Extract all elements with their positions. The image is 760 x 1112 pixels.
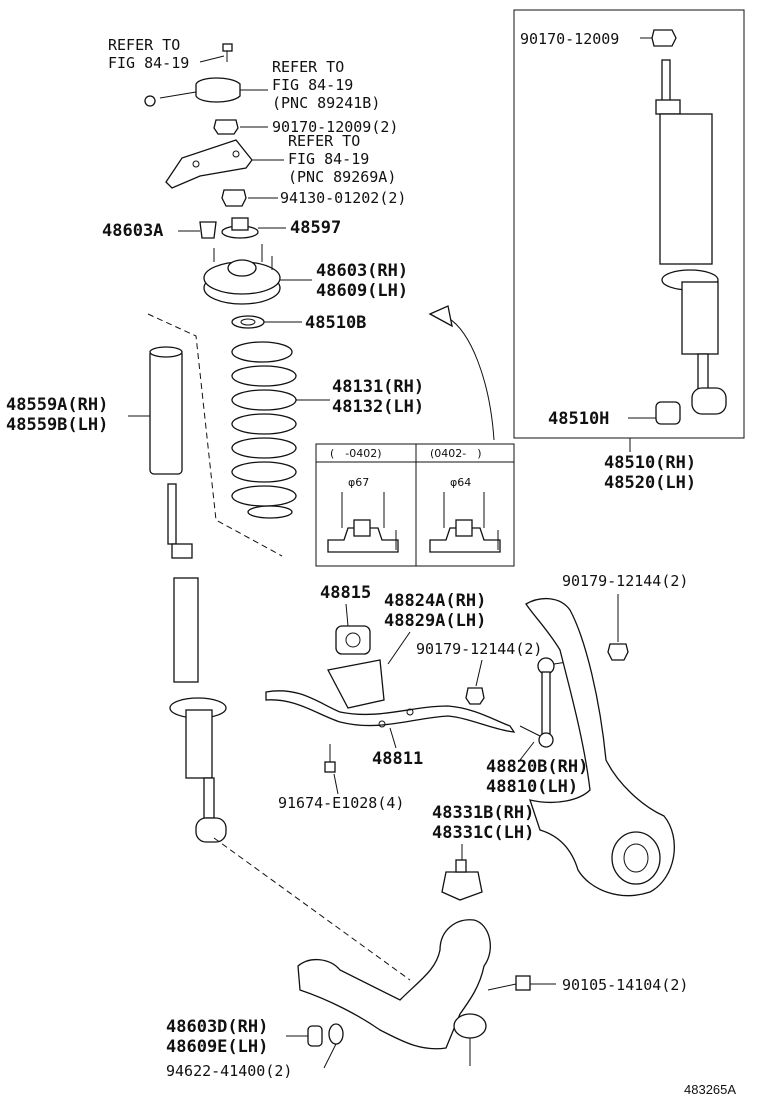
label-48331C-lh: 48331C(LH) [432,823,534,843]
label-48810-lh: 48810(LH) [486,777,578,797]
shock-absorber-icon [655,59,727,415]
label-90105-14104-2: 90105-14104(2) [562,976,688,994]
inset-label-48520-lh: 48520(LH) [604,473,696,493]
label-48131-rh: 48131(RH) [332,377,424,397]
bushing-icon [655,401,681,425]
coil-spring-group: 48131(RH) 48132(LH) [147,305,495,557]
label-90170-12009-2: 90170-12009(2) [272,118,398,136]
label-48829A-lh: 48829A(LH) [384,611,486,631]
stabilizer-bar-icon [265,690,516,733]
reference-group: REFER TO FIG 84-19 REFER TO FIG 84-19 (P… [108,36,406,207]
height-sensor-icon [144,77,268,107]
shock-group: 48559A(RH) 48559B(LH) [6,346,411,981]
dust-boot-icon [149,346,183,475]
refer-b-line3: (PNC 89241B) [272,94,380,112]
stabilizer-group: 48815 48824A(RH) 48829A(LH) 90179-12144(… [265,583,588,812]
refer-c-line2: FIG 84-19 [288,150,369,168]
arrow-line [447,317,495,441]
table-dia-2: φ64 [450,476,471,489]
seat-section-icon [429,492,501,553]
refer-b-line1: REFER TO [272,58,344,76]
label-48603-rh: 48603(RH) [316,261,408,281]
label-94130-01202-2: 94130-01202(2) [280,189,406,207]
bolt-icon [487,975,531,991]
seat-section-icon [327,492,399,553]
label-48559B-lh: 48559B(LH) [6,415,108,435]
hex-nut-icon [465,687,485,705]
bolt-icon [324,744,336,773]
hex-nut-icon [221,189,247,207]
label-48824A-rh: 48824A(RH) [384,591,486,611]
label-90179-12144-a: 90179-12144(2) [562,572,688,590]
seat-ring-icon [231,315,265,329]
label-91674-E1028-4: 91674-E1028(4) [278,794,404,812]
label-48603D-rh: 48603D(RH) [166,1017,268,1037]
refer-c-line1: REFER TO [288,132,360,150]
label-48132-lh: 48132(LH) [332,397,424,417]
inset-box: 90170-12009 48510H 48510(RH) 48520(LH) [513,9,745,493]
refer-a-line2: FIG 84-19 [108,54,189,72]
stabilizer-bracket-icon [327,659,385,709]
table-col-2: (0402- ) [430,447,482,460]
label-94622-41400-2: 94622-41400(2) [166,1062,292,1080]
bushing-icon [307,1025,323,1047]
label-48597: 48597 [290,218,341,238]
label-48820B-rh: 48820B(RH) [486,757,588,777]
label-48603A: 48603A [102,221,163,241]
inset-label-90170-12009: 90170-12009 [520,30,619,48]
label-48510B: 48510B [305,313,366,333]
label-48811: 48811 [372,749,423,769]
label-90179-12144-b: 90179-12144(2) [416,640,542,658]
upper-support-group: 48603A 48597 48603(RH) 48609(LH) 48510B [102,217,408,333]
label-48815: 48815 [320,583,371,603]
coil-spring-icon [231,341,297,519]
arrow-head-icon [428,305,453,328]
upper-mount-icon [203,244,281,305]
refer-a-line1: REFER TO [108,36,180,54]
label-48331B-rh: 48331B(RH) [432,803,534,823]
bump-stopper-icon [441,859,483,901]
inset-label-48510-rh: 48510(RH) [604,453,696,473]
bolt-icon [222,43,233,62]
label-48609-lh: 48609(LH) [316,281,408,301]
refer-b-line2: FIG 84-19 [272,76,353,94]
knuckle-group: 90179-12144(2) 48331B(RH) 48331C(LH) [432,572,688,901]
lower-arm-icon [297,919,491,1066]
refer-c-line3: (PNC 89269A) [288,168,396,186]
bushing-icon [199,221,217,239]
hex-nut-icon [651,29,677,47]
cap-icon [221,217,259,239]
washer-icon [328,1023,344,1045]
inset-label-48510H: 48510H [548,409,609,429]
bracket-icon [165,139,253,189]
hex-nut-icon [607,643,629,661]
table-col-1: ( -0402) [330,447,382,460]
label-48559A-rh: 48559A(RH) [6,395,108,415]
illustration-code: 483265A [684,1082,736,1097]
spec-table: ( -0402) (0402- ) φ67 φ64 [315,443,515,567]
stabilizer-bushing-icon [335,625,371,655]
label-48609E-lh: 48609E(LH) [166,1037,268,1057]
lower-arm-group: 90105-14104(2) 48603D(RH) 48609E(LH) 946… [166,919,688,1080]
shock-absorber-icon [167,483,227,843]
steering-knuckle-icon [525,598,675,897]
table-dia-1: φ67 [348,476,369,489]
hex-nut-icon [213,119,239,135]
